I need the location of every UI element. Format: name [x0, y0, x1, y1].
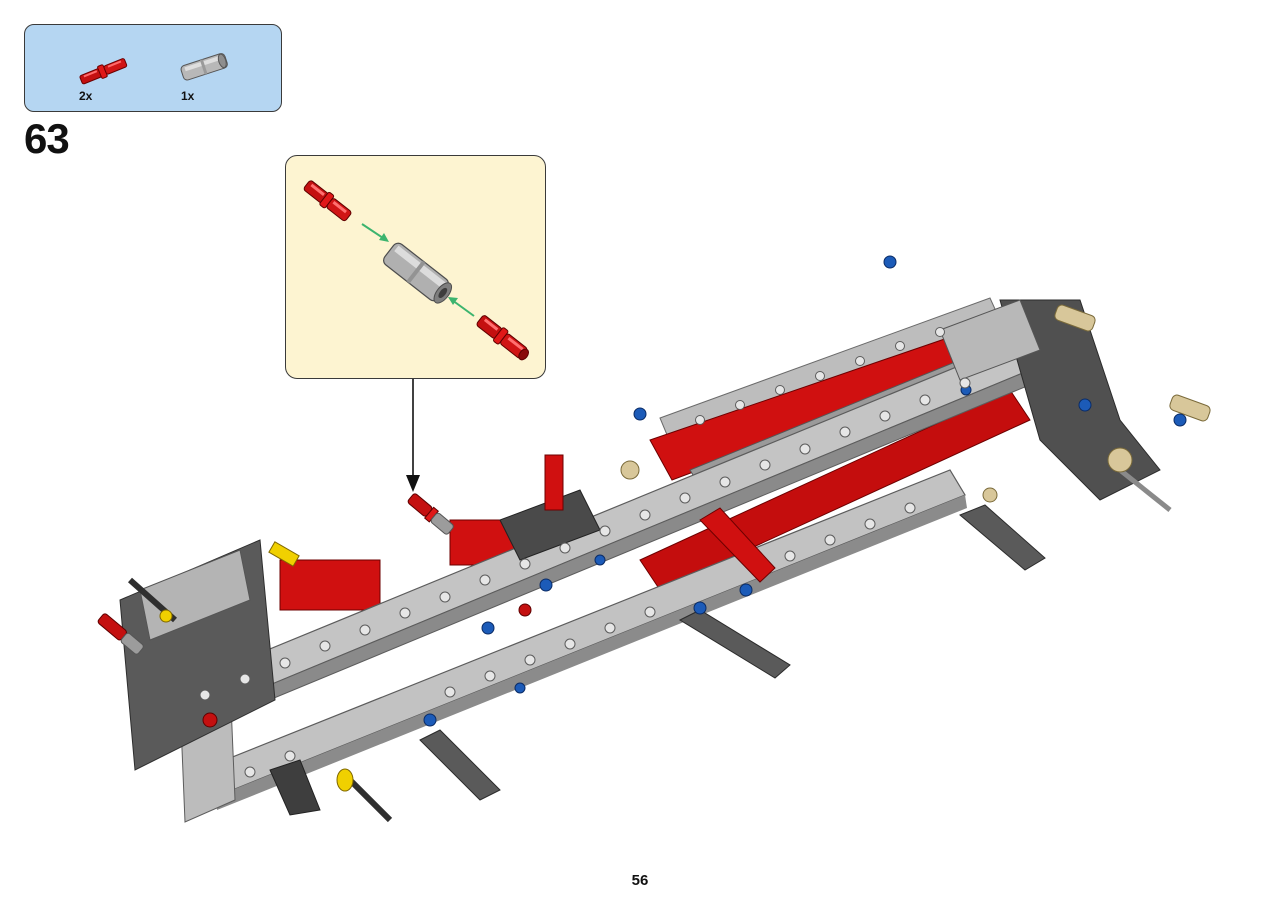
sub-assembly-diagram: [303, 180, 529, 361]
beam-holes-main: [199, 377, 971, 701]
page-number: 56: [631, 872, 649, 889]
red-axle-pin-icon: [303, 180, 352, 222]
red-pin-head: [518, 603, 532, 617]
parts-list-item-pin-connector: 1x: [175, 51, 235, 103]
main-long-beam: [169, 344, 1033, 733]
tan-pin: [1169, 394, 1211, 422]
tan-gear: [620, 460, 640, 480]
parts-list-panel: 2x 1x: [24, 24, 282, 112]
suspension-links: [269, 504, 1046, 816]
red-axle-pin-icon: [97, 613, 144, 655]
parts-list-quantity: 1x: [181, 89, 195, 103]
beam-holes-back: [695, 327, 945, 425]
yellow-bushing: [159, 609, 173, 623]
callout-pointer-arrowhead: [406, 475, 420, 492]
front-frame-block: [119, 539, 276, 823]
red-axle-pin-icon: [407, 493, 454, 535]
step-number: 63: [24, 115, 70, 162]
red-axle-pin-icon: [476, 315, 529, 361]
sub-assembly-callout: [285, 155, 546, 379]
red-pin-head: [202, 712, 218, 728]
beam-holes-lower: [244, 502, 916, 778]
red-axle-pin-icon: [79, 58, 128, 85]
guide-arrow-head: [379, 233, 389, 242]
yellow-bushing: [336, 768, 354, 792]
grey-pin-connector-icon: [180, 53, 228, 81]
guide-arrow-head: [448, 297, 458, 305]
red-frame-rails: [279, 319, 1031, 611]
guide-arrow: [451, 299, 475, 317]
parts-list-item-axle-pin: 2x: [75, 55, 135, 103]
tan-pin: [1054, 304, 1096, 332]
grey-pin-connector-icon: [383, 242, 453, 304]
yellow-connector: [268, 541, 300, 567]
blue-pins: [423, 255, 1187, 727]
tan-gear: [1107, 447, 1133, 473]
parts-list-quantity: 2x: [79, 89, 93, 103]
red-cross-brace: [699, 507, 776, 583]
tan-gear: [982, 487, 998, 503]
